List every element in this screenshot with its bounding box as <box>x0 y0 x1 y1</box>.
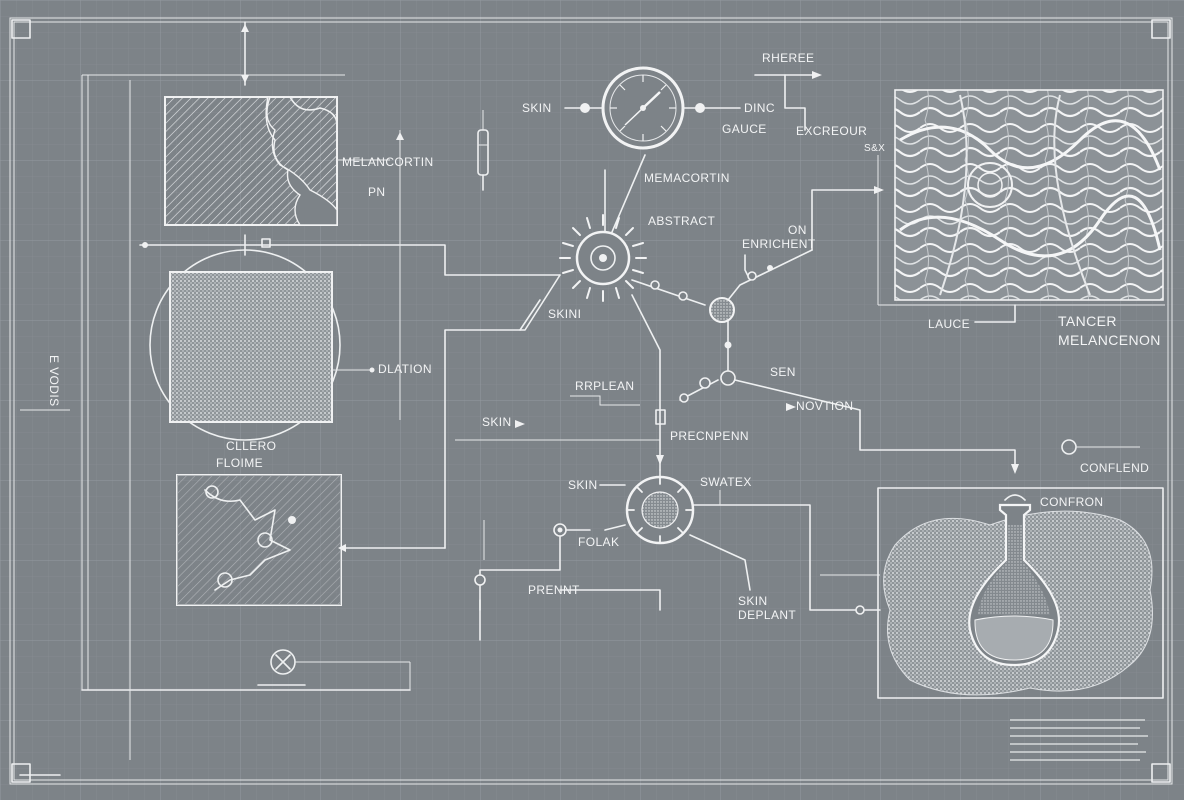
label-skin-lower: SKIN <box>568 478 598 492</box>
label-enrichment: ENRICHENT <box>742 237 816 251</box>
label-skin-bottom: SKIN <box>738 594 768 608</box>
label-skin-top: SKIN <box>522 101 552 115</box>
starburst-cell-icon <box>559 214 647 302</box>
label-frame: FLOIME <box>216 456 263 470</box>
test-tube-icon <box>477 110 489 191</box>
label-memacortin: MEMACORTIN <box>644 171 730 185</box>
label-abstract: ABSTRACT <box>648 214 715 228</box>
label-sbx: S&X <box>864 143 885 154</box>
label-deplant: DEPLANT <box>738 608 796 622</box>
label-precnpenn: PRECNPENN <box>670 429 749 443</box>
bottom-symbol <box>257 649 411 690</box>
corner-mark-tr <box>1151 19 1171 39</box>
label-melancortin-left: MELANCORTIN <box>342 155 434 169</box>
corner-mark-br <box>1151 763 1171 783</box>
outer-frame <box>9 17 1173 785</box>
spec-text-block <box>1010 719 1148 761</box>
panel-hatched-cloud <box>164 96 390 226</box>
label-dilation: DLATION <box>378 362 432 376</box>
sun-cell-icon <box>553 475 695 545</box>
panel-flask <box>877 439 1164 699</box>
label-vertical-left: E VODIS <box>47 355 61 406</box>
panel-marble-texture <box>877 89 1165 323</box>
label-excreour: EXCREOUR <box>796 124 867 138</box>
label-gauge: GAUCE <box>722 122 767 136</box>
panel-molecule <box>176 474 446 606</box>
label-confron: CONFRON <box>1040 495 1103 509</box>
label-arrows <box>515 395 796 428</box>
linked-nodes <box>650 265 773 465</box>
label-swatex: SWATEX <box>700 475 752 489</box>
inner-frame <box>13 21 1169 781</box>
label-lauce: LAUCE <box>928 317 970 331</box>
label-prennt: PRENNT <box>528 583 580 597</box>
label-on: ON <box>788 223 807 237</box>
label-conflend: CONFLEND <box>1080 461 1149 475</box>
label-novtion: NOVTION <box>796 399 853 413</box>
label-folak: FOLAK <box>578 535 619 549</box>
label-sen: SEN <box>770 365 796 379</box>
label-tancer: TANCER <box>1058 313 1117 329</box>
gauge-icon <box>564 66 822 150</box>
label-rheree: RHEREE <box>762 51 814 65</box>
label-cluster: CLLERO <box>226 439 276 453</box>
label-pn: PN <box>368 185 385 199</box>
label-replean: RRPLEAN <box>575 379 634 393</box>
diagram-labels: MELANCORTIN PN E VODIS DLATION CLLERO FL… <box>47 51 1161 622</box>
label-melancenon: MELANCENON <box>1058 332 1161 348</box>
left-dimension-lines <box>19 21 411 776</box>
connector-lines <box>359 130 1019 641</box>
label-skin-mid: SKINI <box>548 307 581 321</box>
corner-mark-bl <box>11 763 31 783</box>
panel-stipple-circle <box>139 234 375 441</box>
corner-mark-tl <box>11 19 31 39</box>
label-skin-left-mid: SKIN <box>482 415 512 429</box>
label-dinc: DINC <box>744 101 775 115</box>
